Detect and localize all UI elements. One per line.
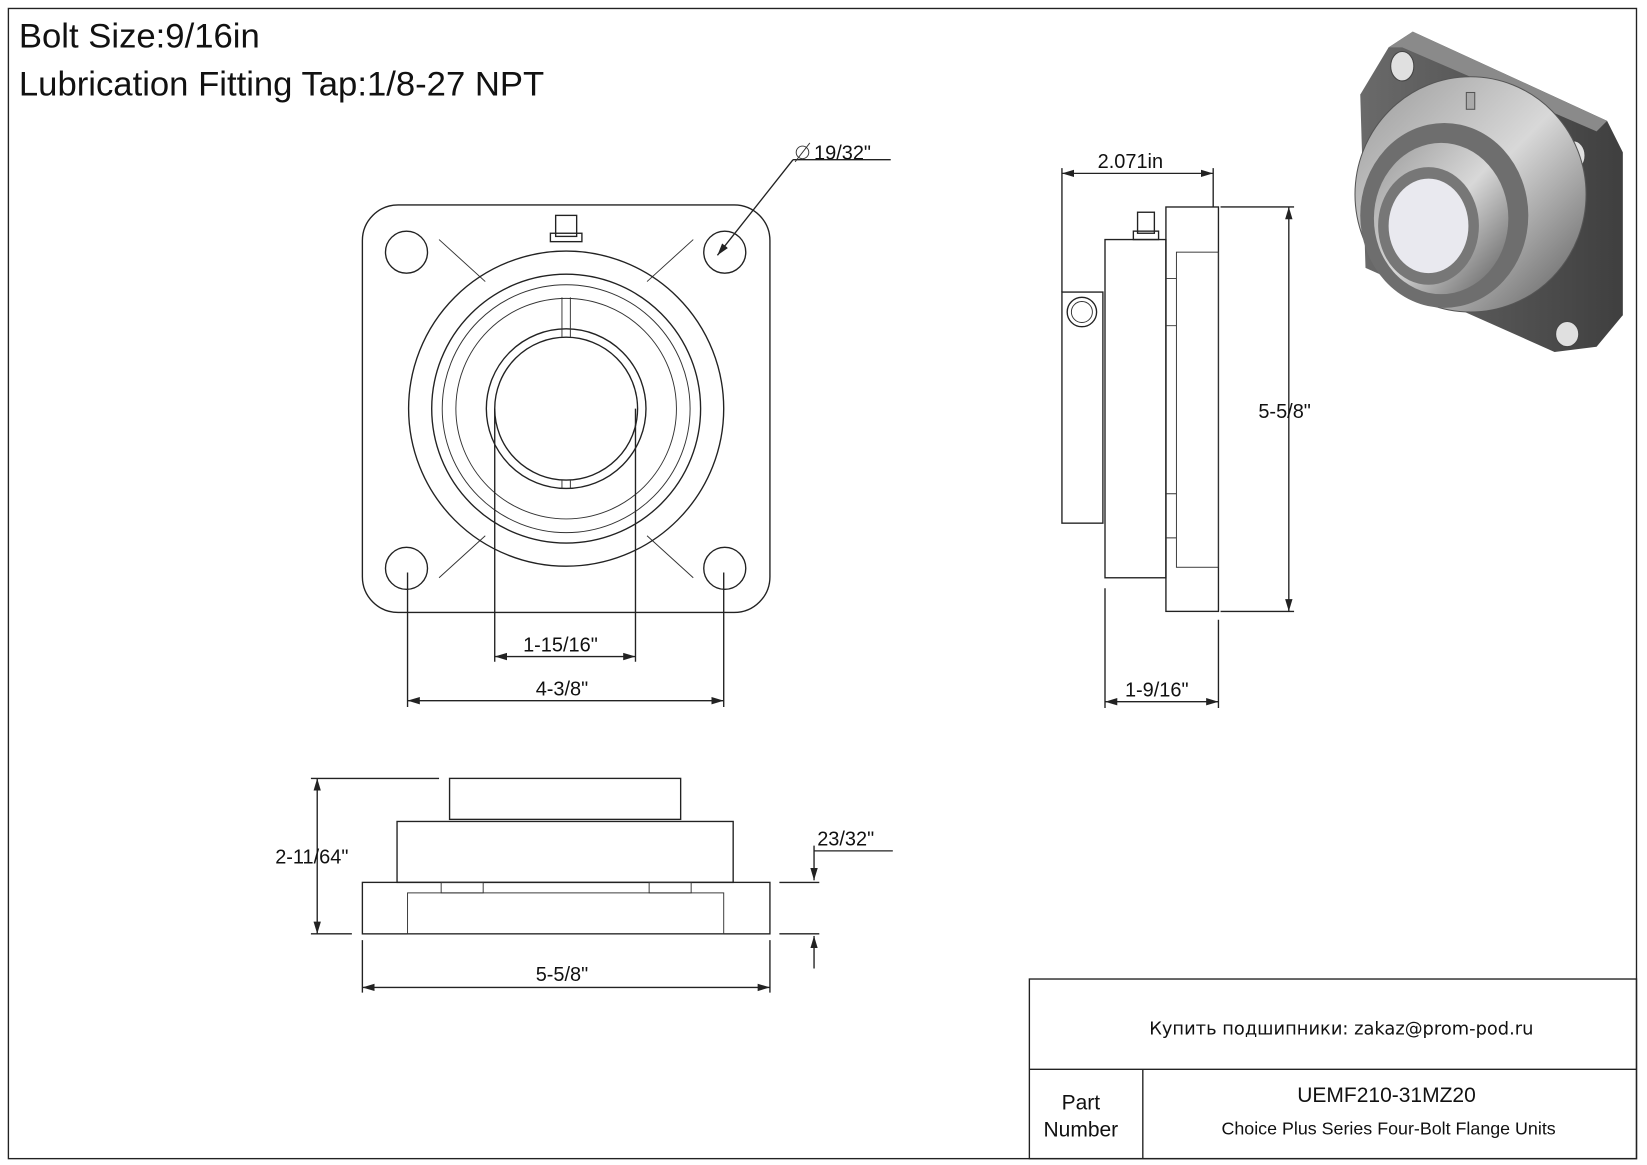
overall-depth-dimension: 2.071in: [1098, 151, 1163, 173]
flange-depth-dimension: 1-9/16": [1125, 679, 1189, 701]
hole-diameter-dimension: 19/32": [814, 143, 871, 165]
bore-dimension: 1-15/16": [523, 634, 598, 656]
height-dimension: 5-5/8": [1258, 401, 1311, 423]
bottom-height-dimension: 2-11/64": [275, 846, 348, 868]
flange-thickness-dimension: 23/32": [817, 829, 874, 851]
part-label-line2: Number: [1043, 1119, 1118, 1142]
part-number: UEMF210-31MZ20: [1297, 1084, 1476, 1107]
front-view: [361, 142, 891, 707]
contact-text: Купить подшипники: zakaz@prom-pod.ru: [1149, 1019, 1533, 1040]
bolt-size-label: Bolt Size:9/16in: [19, 17, 260, 55]
sheet-border: [7, 7, 1638, 1160]
side-view: [1061, 168, 1295, 709]
part-description: Choice Plus Series Four-Bolt Flange Unit…: [1221, 1118, 1555, 1138]
bolt-spacing-dimension: 4-3/8": [536, 678, 589, 700]
title-block: [1028, 978, 1638, 1160]
lubrication-label: Lubrication Fitting Tap:1/8-27 NPT: [19, 66, 544, 104]
bottom-view: [310, 777, 893, 993]
bottom-width-dimension: 5-5/8": [536, 964, 589, 986]
bearing-3d-render: [1354, 31, 1623, 352]
part-label-line1: Part: [1062, 1091, 1101, 1114]
